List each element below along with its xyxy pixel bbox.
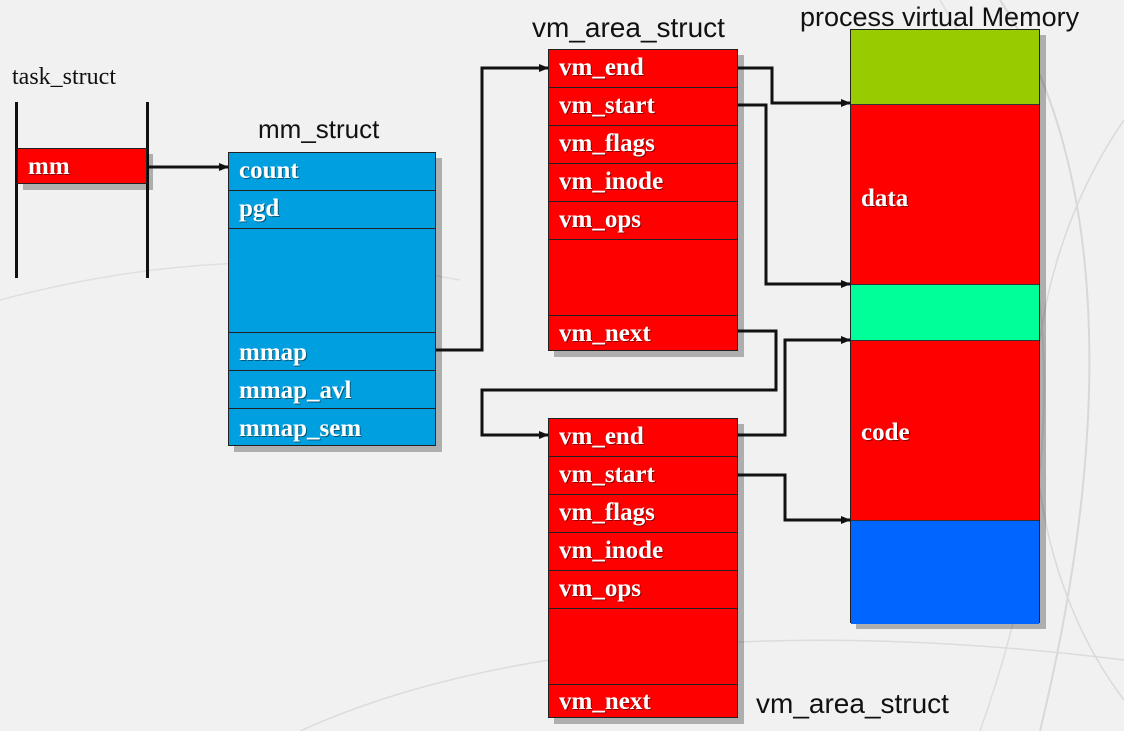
- vma2-vm-next-field: vm_next: [559, 688, 651, 715]
- vma1-vm-next-field: vm_next: [559, 320, 651, 347]
- vma2-start-to-code-bottom-arrow: [738, 473, 851, 524]
- vma1-end-to-data-top-arrow: [738, 66, 851, 107]
- vma1-vm-inode-field: vm_inode: [549, 164, 737, 202]
- vma1-next-to-vma2-arrow: [480, 329, 778, 439]
- vma1-empty-area: [549, 240, 737, 316]
- vma2-vm-flags-field: vm_flags: [549, 495, 737, 533]
- mm-mmap-avl-field: mmap_avl: [229, 371, 435, 409]
- vma2-box: vm_end vm_start vm_flags vm_inode vm_ops…: [548, 418, 738, 718]
- task-struct-title: task_struct: [12, 64, 116, 90]
- mm-field-label: mm: [28, 153, 70, 180]
- vma2-vm-ops-field: vm_ops: [549, 571, 737, 609]
- vma1-box: vm_end vm_start vm_flags vm_inode vm_ops…: [548, 49, 738, 351]
- memory-code-segment: code: [851, 341, 1039, 521]
- vma2-title: vm_area_struct: [756, 688, 949, 719]
- mm-struct-box: count pgd mmap mmap_avl mmap_sem: [228, 152, 436, 446]
- vma2-vm-end-field: vm_end: [549, 419, 737, 457]
- mm-count-field: count: [229, 153, 435, 191]
- memory-code-label: code: [861, 419, 910, 446]
- vma1-vm-start-field: vm_start: [549, 88, 737, 126]
- mmap-to-vma1-arrow: [436, 64, 549, 352]
- memory-gap-segment: [851, 285, 1039, 341]
- mm-empty-area: [229, 229, 435, 333]
- task-struct-right-bar: [146, 102, 149, 278]
- vma2-empty-area: [549, 609, 737, 685]
- task-struct-mm-field: mm: [17, 148, 147, 184]
- mm-mmap-sem-field: mmap_sem: [239, 415, 362, 442]
- vma1-title: vm_area_struct: [532, 12, 725, 43]
- vma2-vm-start-field: vm_start: [549, 457, 737, 495]
- vma1-vm-ops-field: vm_ops: [549, 202, 737, 240]
- mm-pgd-field: pgd: [229, 191, 435, 229]
- memory-data-label: data: [861, 185, 909, 212]
- memory-title: process virtual Memory: [800, 2, 1080, 32]
- vma1-vm-end-field: vm_end: [549, 50, 737, 88]
- memory-bottom-segment: [851, 521, 1039, 624]
- memory-top-segment: [851, 30, 1039, 105]
- mm-struct-title: mm_struct: [258, 114, 380, 144]
- task-struct-left-bar: [15, 102, 18, 278]
- memory-data-segment: data: [851, 105, 1039, 285]
- vma2-vm-inode-field: vm_inode: [549, 533, 737, 571]
- vma1-start-to-data-bottom-arrow: [738, 103, 851, 288]
- memory-column: data code: [850, 29, 1040, 624]
- vma2-end-to-code-top-arrow: [738, 336, 851, 437]
- mm-mmap-field: mmap: [229, 333, 435, 371]
- vma1-vm-flags-field: vm_flags: [549, 126, 737, 164]
